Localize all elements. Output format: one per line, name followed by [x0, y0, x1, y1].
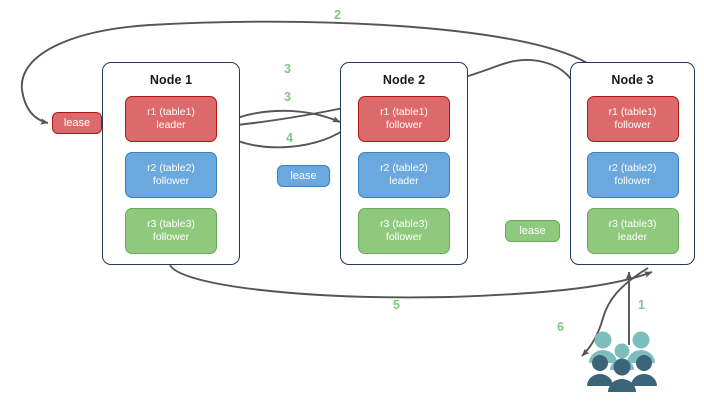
replica-r3[interactable]: r3 (table3) leader	[586, 208, 679, 254]
replica-name: r3 (table3)	[380, 218, 428, 230]
node-title: Node 1	[149, 73, 193, 87]
node-card-node-1[interactable]: Node 1 r1 (table1) leader r2 (table2) fo…	[102, 62, 240, 265]
replica-name: r1 (table1)	[147, 106, 195, 118]
lease-badge-r3[interactable]: lease	[505, 220, 560, 242]
replica-r2[interactable]: r2 (table2) follower	[125, 152, 217, 198]
replica-role: follower	[385, 231, 423, 243]
edge-label-1: 1	[638, 298, 645, 312]
users-icon	[587, 331, 657, 392]
replica-role: leader	[617, 231, 648, 243]
replica-r1[interactable]: r1 (table1) follower	[358, 96, 450, 142]
replica-r2[interactable]: r2 (table2) follower	[586, 152, 679, 198]
edge-5-path	[169, 264, 653, 299]
replica-name: r3 (table3)	[147, 218, 195, 230]
replica-role: follower	[152, 175, 190, 187]
edge-label-3-top: 3	[284, 62, 291, 76]
replica-r1[interactable]: r1 (table1) leader	[125, 96, 217, 142]
edge-label-6: 6	[557, 320, 564, 334]
edge-label-3-mid: 3	[284, 90, 291, 104]
replica-r2[interactable]: r2 (table2) leader	[358, 152, 450, 198]
node-title: Node 2	[382, 73, 426, 87]
edge-label-2: 2	[334, 8, 341, 22]
replica-r3[interactable]: r3 (table3) follower	[358, 208, 450, 254]
replica-name: r1 (table1)	[380, 106, 428, 118]
replica-name: r2 (table2)	[147, 162, 195, 174]
replica-role: follower	[385, 119, 423, 131]
edge-label-5: 5	[393, 298, 400, 312]
edge-label-4: 4	[286, 131, 293, 145]
replica-role: follower	[614, 119, 651, 131]
replica-r3[interactable]: r3 (table3) follower	[125, 208, 217, 254]
lease-badge-r2[interactable]: lease	[277, 165, 330, 187]
replica-name: r3 (table3)	[608, 218, 657, 230]
replica-name: r2 (table2)	[380, 162, 428, 174]
lease-badge-r1[interactable]: lease	[52, 112, 102, 134]
replica-role: follower	[614, 175, 651, 187]
replica-role: follower	[152, 231, 190, 243]
node-card-node-3[interactable]: Node 3 r1 (table1) follower r2 (table2) …	[570, 62, 695, 265]
replica-name: r1 (table1)	[608, 106, 657, 118]
replica-role: leader	[389, 175, 419, 187]
replica-name: r2 (table2)	[608, 162, 657, 174]
replica-role: leader	[156, 119, 186, 131]
node-title: Node 3	[611, 73, 654, 87]
replica-r1[interactable]: r1 (table1) follower	[586, 96, 679, 142]
node-card-node-2[interactable]: Node 2 r1 (table1) follower r2 (table2) …	[340, 62, 468, 265]
